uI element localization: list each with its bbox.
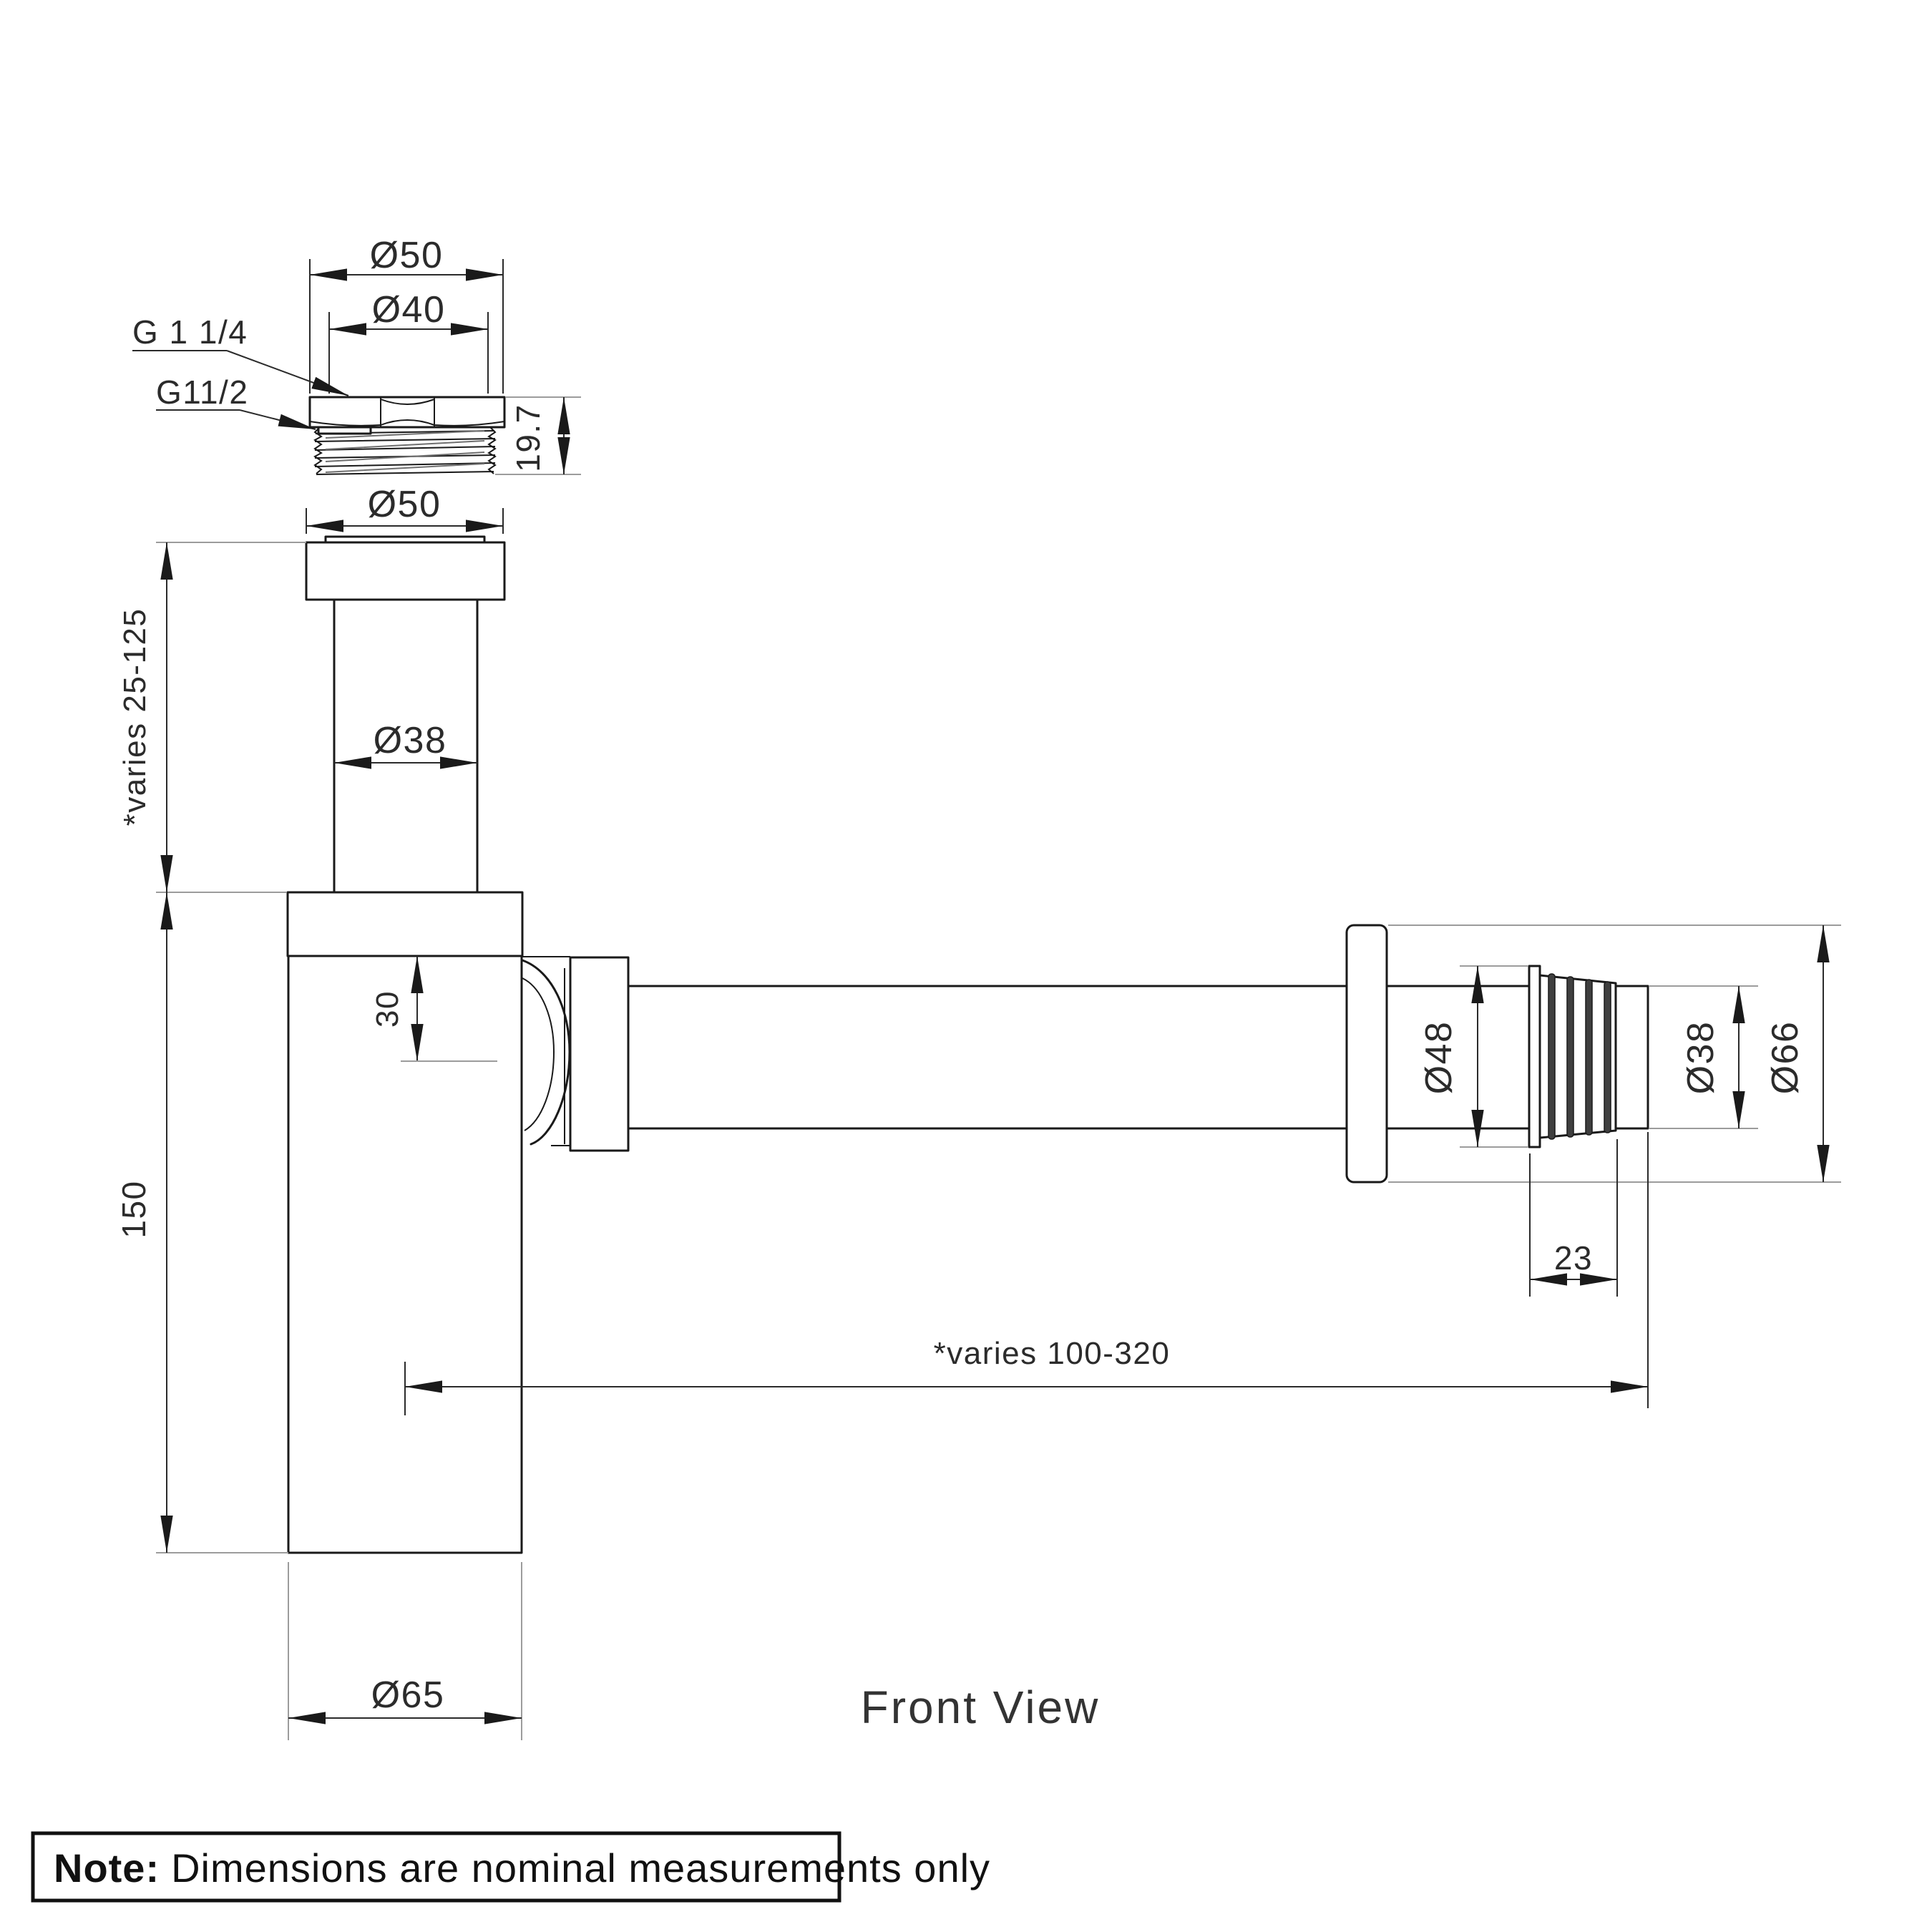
barb-rib: [1566, 976, 1574, 1138]
thread-shading-lines: [325, 430, 485, 473]
dim-outlet-drop: 30: [370, 956, 497, 1062]
inlet-tube: [333, 598, 479, 894]
outlet-inner-arc: [522, 977, 555, 1131]
ext-lines: [288, 1562, 522, 1740]
wall-flange: [1345, 924, 1388, 1184]
dim-washer-diameter: Ø48: [1418, 965, 1528, 1148]
dim-inlet-tube-diameter: Ø38: [334, 720, 477, 769]
dim-text-body-diameter: Ø65: [371, 1674, 445, 1716]
barb-rib: [1604, 981, 1611, 1133]
ext-lines: [1460, 965, 1528, 1148]
wall-fitting: Ø48 Ø38 Ø66 23: [1345, 924, 1841, 1297]
body-cylinder: [287, 955, 523, 1554]
note-border: [31, 1831, 841, 1903]
dim-text-adapter-height: 19.7: [509, 404, 547, 472]
dim-text-spigot-diameter: Ø38: [1680, 1021, 1722, 1095]
dim-inlet-flange-diameter: Ø50: [306, 484, 504, 534]
dim-spigot-diameter: Ø38: [1649, 985, 1758, 1129]
dim-text-barb-length: 23: [1554, 1239, 1593, 1277]
dim-barb-length: 23: [1529, 1139, 1618, 1297]
body-cap: [286, 891, 524, 957]
dim-text-wall-flange-diameter: Ø66: [1765, 1021, 1806, 1095]
adapter-hex-bottom-chamfer-arcs: [309, 419, 505, 426]
view-caption: Front View: [861, 1682, 1101, 1733]
dim-text-inlet-height: *varies 25-125: [117, 608, 152, 826]
dim-wall-flange-diameter: Ø66: [1388, 924, 1841, 1183]
note-body: Dimensions are nominal measurements only: [171, 1845, 990, 1890]
outlet-compression-nut: [569, 956, 630, 1152]
inlet-flange: [305, 541, 506, 601]
dim-text-body-height: 150: [115, 1180, 152, 1238]
dim-text-adapter-inner: Ø40: [372, 289, 446, 331]
dim-outlet-length: *varies 100-320: [404, 1132, 1649, 1415]
adapter-hex-top-chamfer-arc: [380, 399, 435, 405]
label-thread-g112: G11/2: [156, 374, 316, 430]
note-prefix: Note:: [54, 1845, 160, 1890]
threaded-adapter-view: Ø50 Ø40 G 1 1/4 G11/2 19.7: [132, 235, 581, 475]
dim-adapter-height: 19.7: [495, 396, 581, 475]
ext-lines: [309, 259, 504, 394]
dim-text-inlet-tube: Ø38: [374, 720, 447, 761]
adapter-thread: [313, 426, 497, 475]
label-text-g112: G11/2: [156, 374, 248, 411]
dim-text-inlet-flange: Ø50: [368, 484, 441, 525]
adapter-hex-body: [308, 396, 506, 429]
barb-rib: [1585, 979, 1593, 1136]
outlet-boss: [521, 956, 630, 1152]
barb-washer-ring: [1528, 965, 1541, 1148]
trap-body: 30 150 Ø65: [115, 891, 630, 1740]
barb-rib: [1548, 973, 1556, 1140]
thread-relief-undercut: [317, 426, 372, 435]
pipe-end-spigot: [1614, 985, 1649, 1130]
thread-right-zigzag: [487, 426, 497, 474]
ext-lines: [1388, 924, 1841, 1183]
outlet-edges: [522, 956, 570, 1146]
note-text: Note:Dimensions are nominal measurements…: [54, 1845, 990, 1890]
dim-text-outlet-drop: 30: [370, 990, 405, 1028]
dim-body-diameter: Ø65: [288, 1562, 522, 1740]
dim-text-adapter-outer: Ø50: [370, 235, 444, 276]
adapter-hex-facet-lines: [380, 397, 435, 427]
label-thread-g114: G 1 1/4: [132, 313, 349, 396]
dim-adapter-outer-diameter: Ø50: [309, 235, 504, 394]
label-text-g114: G 1 1/4: [132, 313, 248, 351]
outlet-pipe: [627, 985, 1531, 1130]
barb-ribs: [1548, 973, 1611, 1140]
inlet-assembly: Ø50 Ø38 *varies 25-125: [117, 484, 506, 894]
dim-text-washer-diameter: Ø48: [1418, 1021, 1460, 1095]
leader-arrow: [226, 350, 349, 396]
leader-arrow: [239, 409, 316, 430]
dim-adapter-inner-diameter: Ø40: [328, 289, 489, 394]
dim-body-height: 150: [115, 892, 288, 1553]
dim-text-outlet-length: *varies 100-320: [934, 1336, 1171, 1371]
pipe-walls: [627, 985, 1531, 1130]
ext-lines: [1529, 1139, 1618, 1297]
outlet-outer-arc: [521, 959, 571, 1146]
ext-lines: [156, 542, 306, 893]
note-box: Note:Dimensions are nominal measurements…: [31, 1831, 990, 1903]
dim-inlet-tube-height: *varies 25-125: [117, 542, 306, 893]
